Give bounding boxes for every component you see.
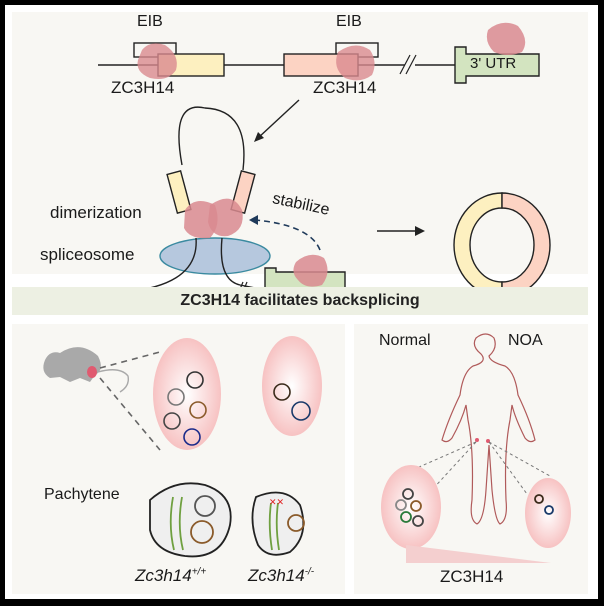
human-panel: [354, 324, 588, 594]
synaptonemal-complex-wt: [169, 496, 184, 551]
circrna-dot: [189, 401, 207, 419]
spliceosome-label: spliceosome: [40, 245, 135, 264]
loop-exon-yellow: [166, 170, 192, 214]
title-banner: ZC3H14 facilitates backsplicing: [12, 287, 588, 315]
expression-gradient-wedge: [406, 545, 551, 563]
genotype-ko-base: Zc3h14: [248, 566, 305, 585]
zc3h14-protein-utr: [486, 22, 526, 55]
pachytene-label: Pachytene: [44, 486, 120, 503]
genotype-wt: Zc3h14+/+: [135, 566, 206, 586]
genotype-wt-base: Zc3h14: [135, 566, 192, 585]
circrna-dot: [273, 383, 291, 401]
zc3h14-label-right: ZC3H14: [313, 78, 377, 97]
zc3h14-protein-left: [137, 43, 177, 79]
pachytene-cell-ko: [251, 491, 305, 556]
normal-label: Normal: [379, 332, 431, 349]
circrna-dot: [183, 428, 201, 446]
eib-label-left: EIB: [137, 13, 163, 30]
circrna-dot: [291, 401, 311, 421]
utr-box: [454, 46, 540, 84]
noa-label: NOA: [508, 332, 543, 349]
arrow-right-icon: [415, 226, 425, 236]
utr-label: 3' UTR: [470, 55, 517, 72]
zc3h14-dimer-left: [184, 201, 218, 239]
genotype-wt-sup: +/+: [191, 566, 207, 578]
testis-marker: [87, 366, 97, 378]
tubule-wt: [153, 338, 221, 450]
synaptonemal-complex-ko: [268, 502, 280, 551]
dimerization-label: dimerization: [50, 203, 142, 222]
human-body-icon: [441, 333, 536, 525]
break-mark: [399, 54, 411, 75]
eib-label-right: EIB: [336, 13, 362, 30]
zc3h14-gradient-label: ZC3H14: [440, 567, 504, 586]
arrow-down-icon: [254, 132, 264, 142]
genotype-ko-sup: -/-: [304, 566, 315, 578]
genotype-ko: Zc3h14-/-: [248, 566, 314, 586]
dsb-marker-icon: ✕✕: [269, 497, 284, 507]
zc3h14-protein-utr-small: [293, 254, 328, 287]
zc3h14-label-left: ZC3H14: [111, 78, 175, 97]
spliceosome-shape: [159, 237, 271, 275]
circrna-dot: [167, 388, 185, 406]
stabilize-arrowhead-icon: [249, 215, 258, 225]
stabilize-arrow: [254, 219, 321, 251]
circrna-dot: [186, 371, 204, 389]
tubule-ko: [262, 336, 322, 436]
mouse-icon: [43, 347, 101, 382]
zc3h14-protein-right: [336, 45, 375, 81]
rna-loop: [178, 106, 245, 171]
circrna-dot: [163, 412, 181, 430]
zc3h14-dimer-right: [208, 198, 243, 237]
